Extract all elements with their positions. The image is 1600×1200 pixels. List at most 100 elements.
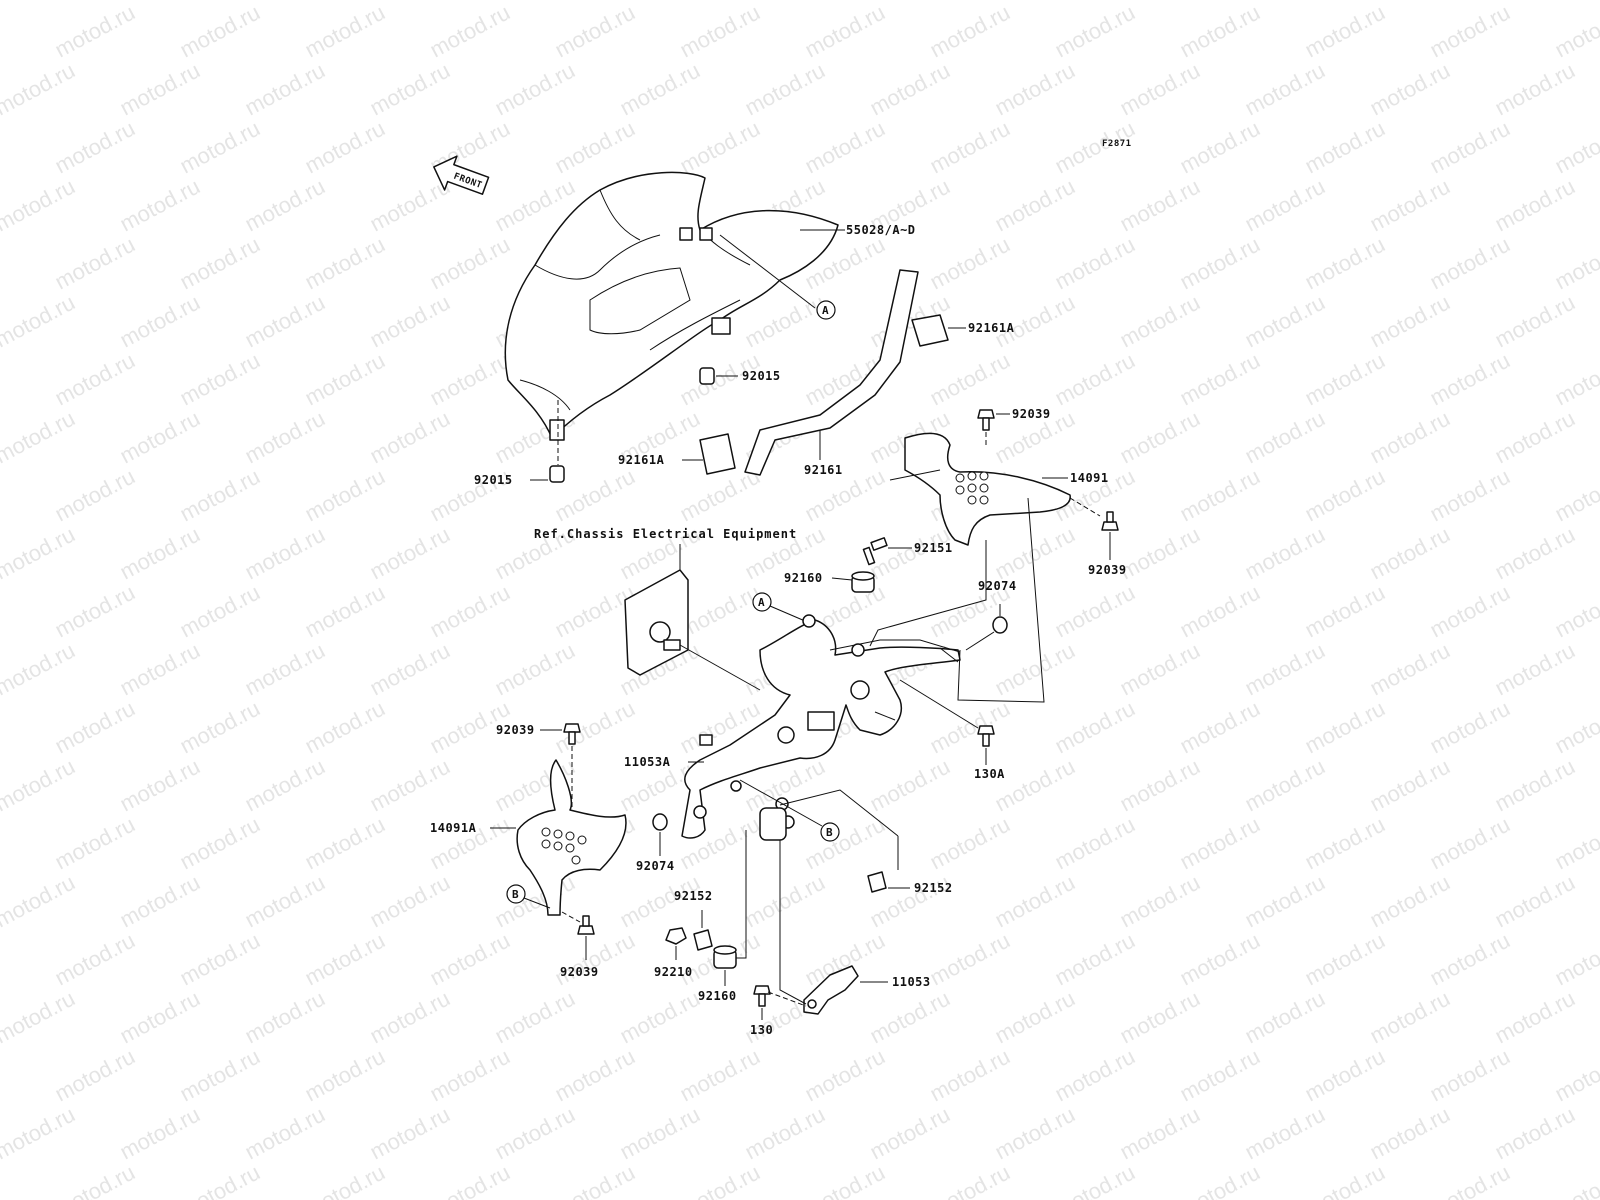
watermark-text: motod.ru bbox=[426, 580, 514, 643]
label-cowl: 55028/A~D bbox=[846, 223, 916, 237]
watermark-text: motod.ru bbox=[1241, 870, 1329, 933]
watermark-text: motod.ru bbox=[1491, 290, 1579, 353]
watermark-text: motod.ru bbox=[1116, 638, 1204, 701]
watermark-text: motod.ru bbox=[301, 580, 389, 643]
watermark-text: motod.ru bbox=[1241, 986, 1329, 1049]
watermark-text: motod.ru bbox=[301, 348, 389, 411]
watermark-text: motod.ru bbox=[1051, 928, 1139, 991]
watermark-text: motod.ru bbox=[1491, 406, 1579, 469]
watermark-text: motod.ru bbox=[491, 1102, 579, 1165]
watermark-text: motod.ru bbox=[1241, 290, 1329, 353]
watermark-text: motod.ru bbox=[1176, 580, 1264, 643]
label-92015-upper: 92015 bbox=[742, 369, 781, 383]
watermark-text: motod.ru bbox=[176, 116, 264, 179]
watermark-text: motod.ru bbox=[1301, 1044, 1389, 1107]
watermark-text: motod.ru bbox=[1176, 812, 1264, 875]
bolt-92039-bottom-left bbox=[577, 915, 595, 935]
grommet-92015-upper bbox=[699, 367, 715, 385]
collar-92152-bottom bbox=[693, 929, 713, 951]
watermark-text: motod.ru bbox=[1551, 348, 1600, 411]
watermark-text: motod.ru bbox=[1366, 174, 1454, 237]
watermark-text: motod.ru bbox=[176, 1044, 264, 1107]
label-92039-top-left: 92039 bbox=[496, 723, 535, 737]
bolt-130a bbox=[977, 725, 995, 747]
watermark-text: motod.ru bbox=[1551, 580, 1600, 643]
label-92074-left: 92074 bbox=[636, 859, 675, 873]
watermark-text: motod.ru bbox=[741, 870, 829, 933]
watermark-text: motod.ru bbox=[301, 928, 389, 991]
ref-marker-b-frame: B bbox=[820, 822, 840, 842]
watermark-text: motod.ru bbox=[1051, 348, 1139, 411]
plug-92074-left bbox=[652, 813, 668, 831]
label-92152-bottom: 92152 bbox=[674, 889, 713, 903]
watermark-text: motod.ru bbox=[1301, 116, 1389, 179]
watermark-text: motod.ru bbox=[866, 754, 954, 817]
watermark-text: motod.ru bbox=[1551, 1044, 1600, 1107]
watermark-text: motod.ru bbox=[1426, 232, 1514, 295]
plug-92074-right bbox=[992, 616, 1008, 634]
reference-note: Ref.Chassis Electrical Equipment bbox=[534, 527, 797, 541]
watermark-text: motod.ru bbox=[241, 986, 329, 1049]
watermark-text: motod.ru bbox=[1176, 464, 1264, 527]
watermark-text: motod.ru bbox=[1176, 116, 1264, 179]
damper-92160-upper bbox=[851, 571, 875, 593]
watermark-text: motod.ru bbox=[1241, 58, 1329, 121]
watermark-text: motod.ru bbox=[0, 638, 79, 701]
watermark-text: motod.ru bbox=[1301, 696, 1389, 759]
watermark-text: motod.ru bbox=[801, 1160, 889, 1200]
watermark-text: motod.ru bbox=[176, 348, 264, 411]
label-92039-top-right: 92039 bbox=[1012, 407, 1051, 421]
watermark-text: motod.ru bbox=[1426, 0, 1514, 62]
watermark-text: motod.ru bbox=[1491, 1102, 1579, 1165]
watermark-text: motod.ru bbox=[116, 290, 204, 353]
watermark-text: motod.ru bbox=[1301, 928, 1389, 991]
watermark-text: motod.ru bbox=[1241, 638, 1329, 701]
watermark-text: motod.ru bbox=[116, 58, 204, 121]
watermark-text: motod.ru bbox=[491, 638, 579, 701]
watermark-text: motod.ru bbox=[176, 580, 264, 643]
watermark-text: motod.ru bbox=[491, 986, 579, 1049]
pad-92161a-upper bbox=[911, 314, 949, 347]
label-130: 130 bbox=[750, 1023, 773, 1037]
watermark-text: motod.ru bbox=[991, 754, 1079, 817]
watermark-text: motod.ru bbox=[551, 116, 639, 179]
label-92015-lower: 92015 bbox=[474, 473, 513, 487]
watermark-text: motod.ru bbox=[1301, 232, 1389, 295]
watermark-text: motod.ru bbox=[991, 870, 1079, 933]
watermark-text: motod.ru bbox=[676, 1044, 764, 1107]
watermark-text: motod.ru bbox=[366, 522, 454, 585]
inner-cover-14091 bbox=[889, 432, 1071, 546]
watermark-text: motod.ru bbox=[1366, 58, 1454, 121]
label-11053a: 11053A bbox=[624, 755, 671, 769]
watermark-text: motod.ru bbox=[551, 1044, 639, 1107]
watermark-text: motod.ru bbox=[551, 696, 639, 759]
watermark-text: motod.ru bbox=[51, 232, 139, 295]
watermark-text: motod.ru bbox=[241, 406, 329, 469]
watermark-text: motod.ru bbox=[926, 928, 1014, 991]
watermark-text: motod.ru bbox=[241, 1102, 329, 1165]
ref-marker-a-upper: A bbox=[816, 300, 836, 320]
watermark-text: motod.ru bbox=[616, 986, 704, 1049]
watermark-text: motod.ru bbox=[51, 1044, 139, 1107]
label-11053: 11053 bbox=[892, 975, 931, 989]
watermark-text: motod.ru bbox=[616, 58, 704, 121]
watermark-text: motod.ru bbox=[51, 1160, 139, 1200]
inner-cover-14091a bbox=[516, 759, 627, 916]
watermark-text: motod.ru bbox=[241, 870, 329, 933]
label-92161a-lower: 92161A bbox=[618, 453, 665, 467]
watermark-text: motod.ru bbox=[1426, 696, 1514, 759]
watermark-text: motod.ru bbox=[0, 986, 79, 1049]
label-92161: 92161 bbox=[804, 463, 843, 477]
watermark-text: motod.ru bbox=[366, 754, 454, 817]
svg-text:A: A bbox=[758, 596, 765, 609]
watermark-text: motod.ru bbox=[1426, 464, 1514, 527]
watermark-text: motod.ru bbox=[741, 58, 829, 121]
cowl-stay-frame-11053a bbox=[681, 614, 961, 841]
watermark-text: motod.ru bbox=[301, 812, 389, 875]
watermark-text: motod.ru bbox=[1241, 174, 1329, 237]
watermark-text: motod.ru bbox=[676, 1160, 764, 1200]
watermark-text: motod.ru bbox=[116, 406, 204, 469]
nut-92210 bbox=[665, 927, 687, 945]
watermark-text: motod.ru bbox=[301, 696, 389, 759]
